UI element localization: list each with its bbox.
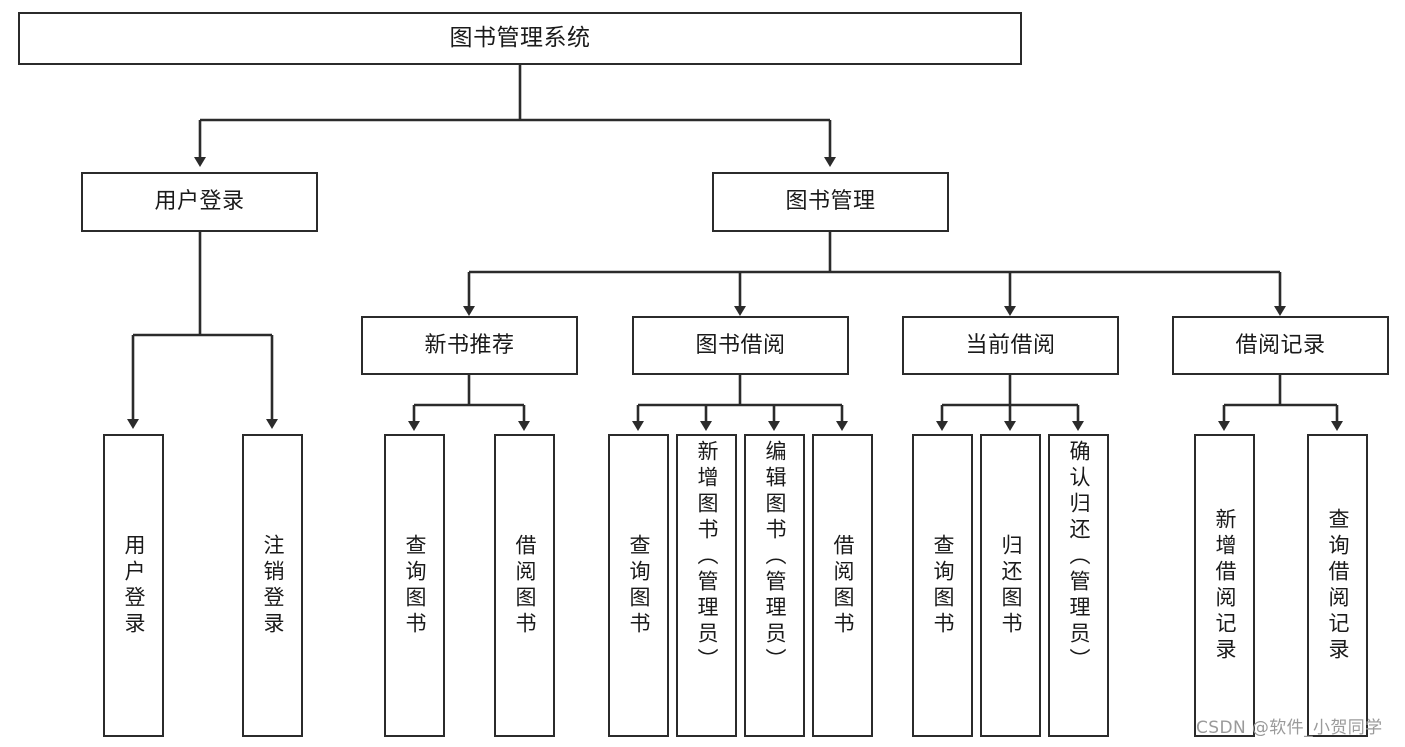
node-book-manage[interactable]: 图书管理 <box>712 172 949 232</box>
node-label: 查询图书 <box>931 533 955 638</box>
node-label: 新增借阅记录 <box>1213 507 1237 664</box>
node-current-borrow[interactable]: 当前借阅 <box>902 316 1119 375</box>
node-label: 图书管理系统 <box>449 24 591 51</box>
leaf-query-book-current[interactable]: 查询图书 <box>912 434 973 737</box>
node-label: 图书管理 <box>785 189 876 215</box>
node-label: 用户登录 <box>122 533 146 638</box>
node-book-borrow[interactable]: 图书借阅 <box>632 316 849 375</box>
node-label: 注销登录 <box>261 533 285 638</box>
node-label: 借阅图书 <box>831 533 855 638</box>
leaf-query-borrow-record[interactable]: 查询借阅记录 <box>1307 434 1368 737</box>
node-label: 确认归还（管理员） <box>1067 440 1091 674</box>
node-label: 新增图书（管理员） <box>695 440 719 674</box>
leaf-user-logout[interactable]: 注销登录 <box>242 434 303 737</box>
node-label: 查询借阅记录 <box>1326 507 1350 664</box>
node-user-login[interactable]: 用户登录 <box>81 172 318 232</box>
node-label: 借阅图书 <box>513 533 537 638</box>
node-label: 编辑图书（管理员） <box>763 440 787 674</box>
leaf-user-login[interactable]: 用户登录 <box>103 434 164 737</box>
node-label: 图书借阅 <box>695 332 786 358</box>
leaf-return-book[interactable]: 归还图书 <box>980 434 1041 737</box>
leaf-borrow-book[interactable]: 借阅图书 <box>812 434 873 737</box>
csdn-watermark: CSDN @软件_小贺同学 <box>1196 718 1383 738</box>
leaf-query-book-borrow[interactable]: 查询图书 <box>608 434 669 737</box>
node-new-book-recommend[interactable]: 新书推荐 <box>361 316 578 375</box>
leaf-borrow-book-recommend[interactable]: 借阅图书 <box>494 434 555 737</box>
node-label: 当前借阅 <box>965 332 1056 358</box>
node-borrow-record[interactable]: 借阅记录 <box>1172 316 1389 375</box>
leaf-add-borrow-record[interactable]: 新增借阅记录 <box>1194 434 1255 737</box>
leaf-add-book-admin[interactable]: 新增图书（管理员） <box>676 434 737 737</box>
node-label: 借阅记录 <box>1235 332 1326 358</box>
node-label: 用户登录 <box>154 189 245 215</box>
leaf-edit-book-admin[interactable]: 编辑图书（管理员） <box>744 434 805 737</box>
node-label: 新书推荐 <box>424 332 515 358</box>
node-root-system[interactable]: 图书管理系统 <box>18 12 1022 65</box>
node-label: 归还图书 <box>999 533 1023 638</box>
leaf-query-book-recommend[interactable]: 查询图书 <box>384 434 445 737</box>
leaf-confirm-return-admin[interactable]: 确认归还（管理员） <box>1048 434 1109 737</box>
node-label: 查询图书 <box>403 533 427 638</box>
node-label: 查询图书 <box>627 533 651 638</box>
